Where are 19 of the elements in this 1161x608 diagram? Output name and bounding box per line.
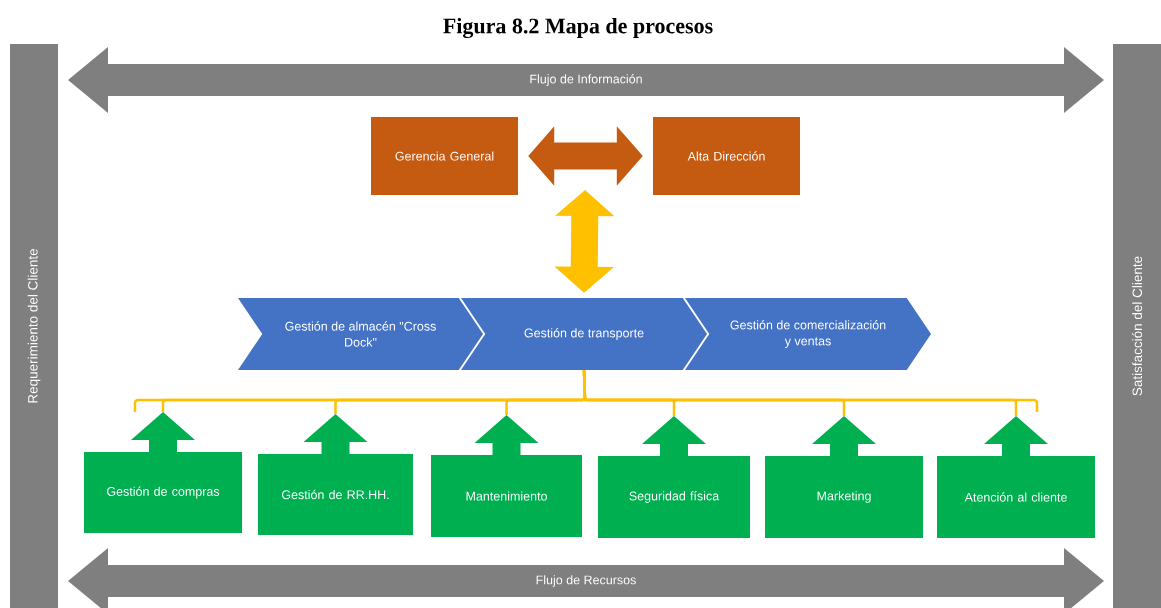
- support-process-box: Mantenimiento: [431, 415, 582, 537]
- title: Figura 8.2 Mapa de procesos: [443, 17, 713, 39]
- support-process-box: Seguridad física: [598, 416, 750, 538]
- node-label: Gestión de transporte: [524, 328, 644, 340]
- flow-arrow-band: Flujo de Recursos: [68, 548, 1104, 608]
- node-label: Gestión de almacén "Cross Dock": [285, 321, 436, 347]
- process-box: Alta Dirección: [653, 117, 800, 195]
- chevron-process: Gestión de transporte: [461, 298, 707, 370]
- support-process-box: Atención al cliente: [937, 416, 1095, 538]
- support-process-box: Gestión de RR.HH.: [258, 414, 413, 535]
- flow-arrow-band: Flujo de Información: [68, 47, 1104, 113]
- support-process-box: Gestión de compras: [84, 412, 242, 533]
- node-label: Gestión de comercialización y ventas: [730, 320, 886, 348]
- side-band: Requerimiento del Cliente: [10, 44, 58, 608]
- process-box: Gerencia General: [371, 117, 518, 195]
- chevron-process: Gestión de almacén "Cross Dock": [238, 298, 483, 370]
- support-process-box: Marketing: [765, 416, 923, 538]
- side-band: Satisfacción del Cliente: [1113, 44, 1161, 608]
- chevron-process: Gestión de comercialización y ventas: [685, 298, 931, 370]
